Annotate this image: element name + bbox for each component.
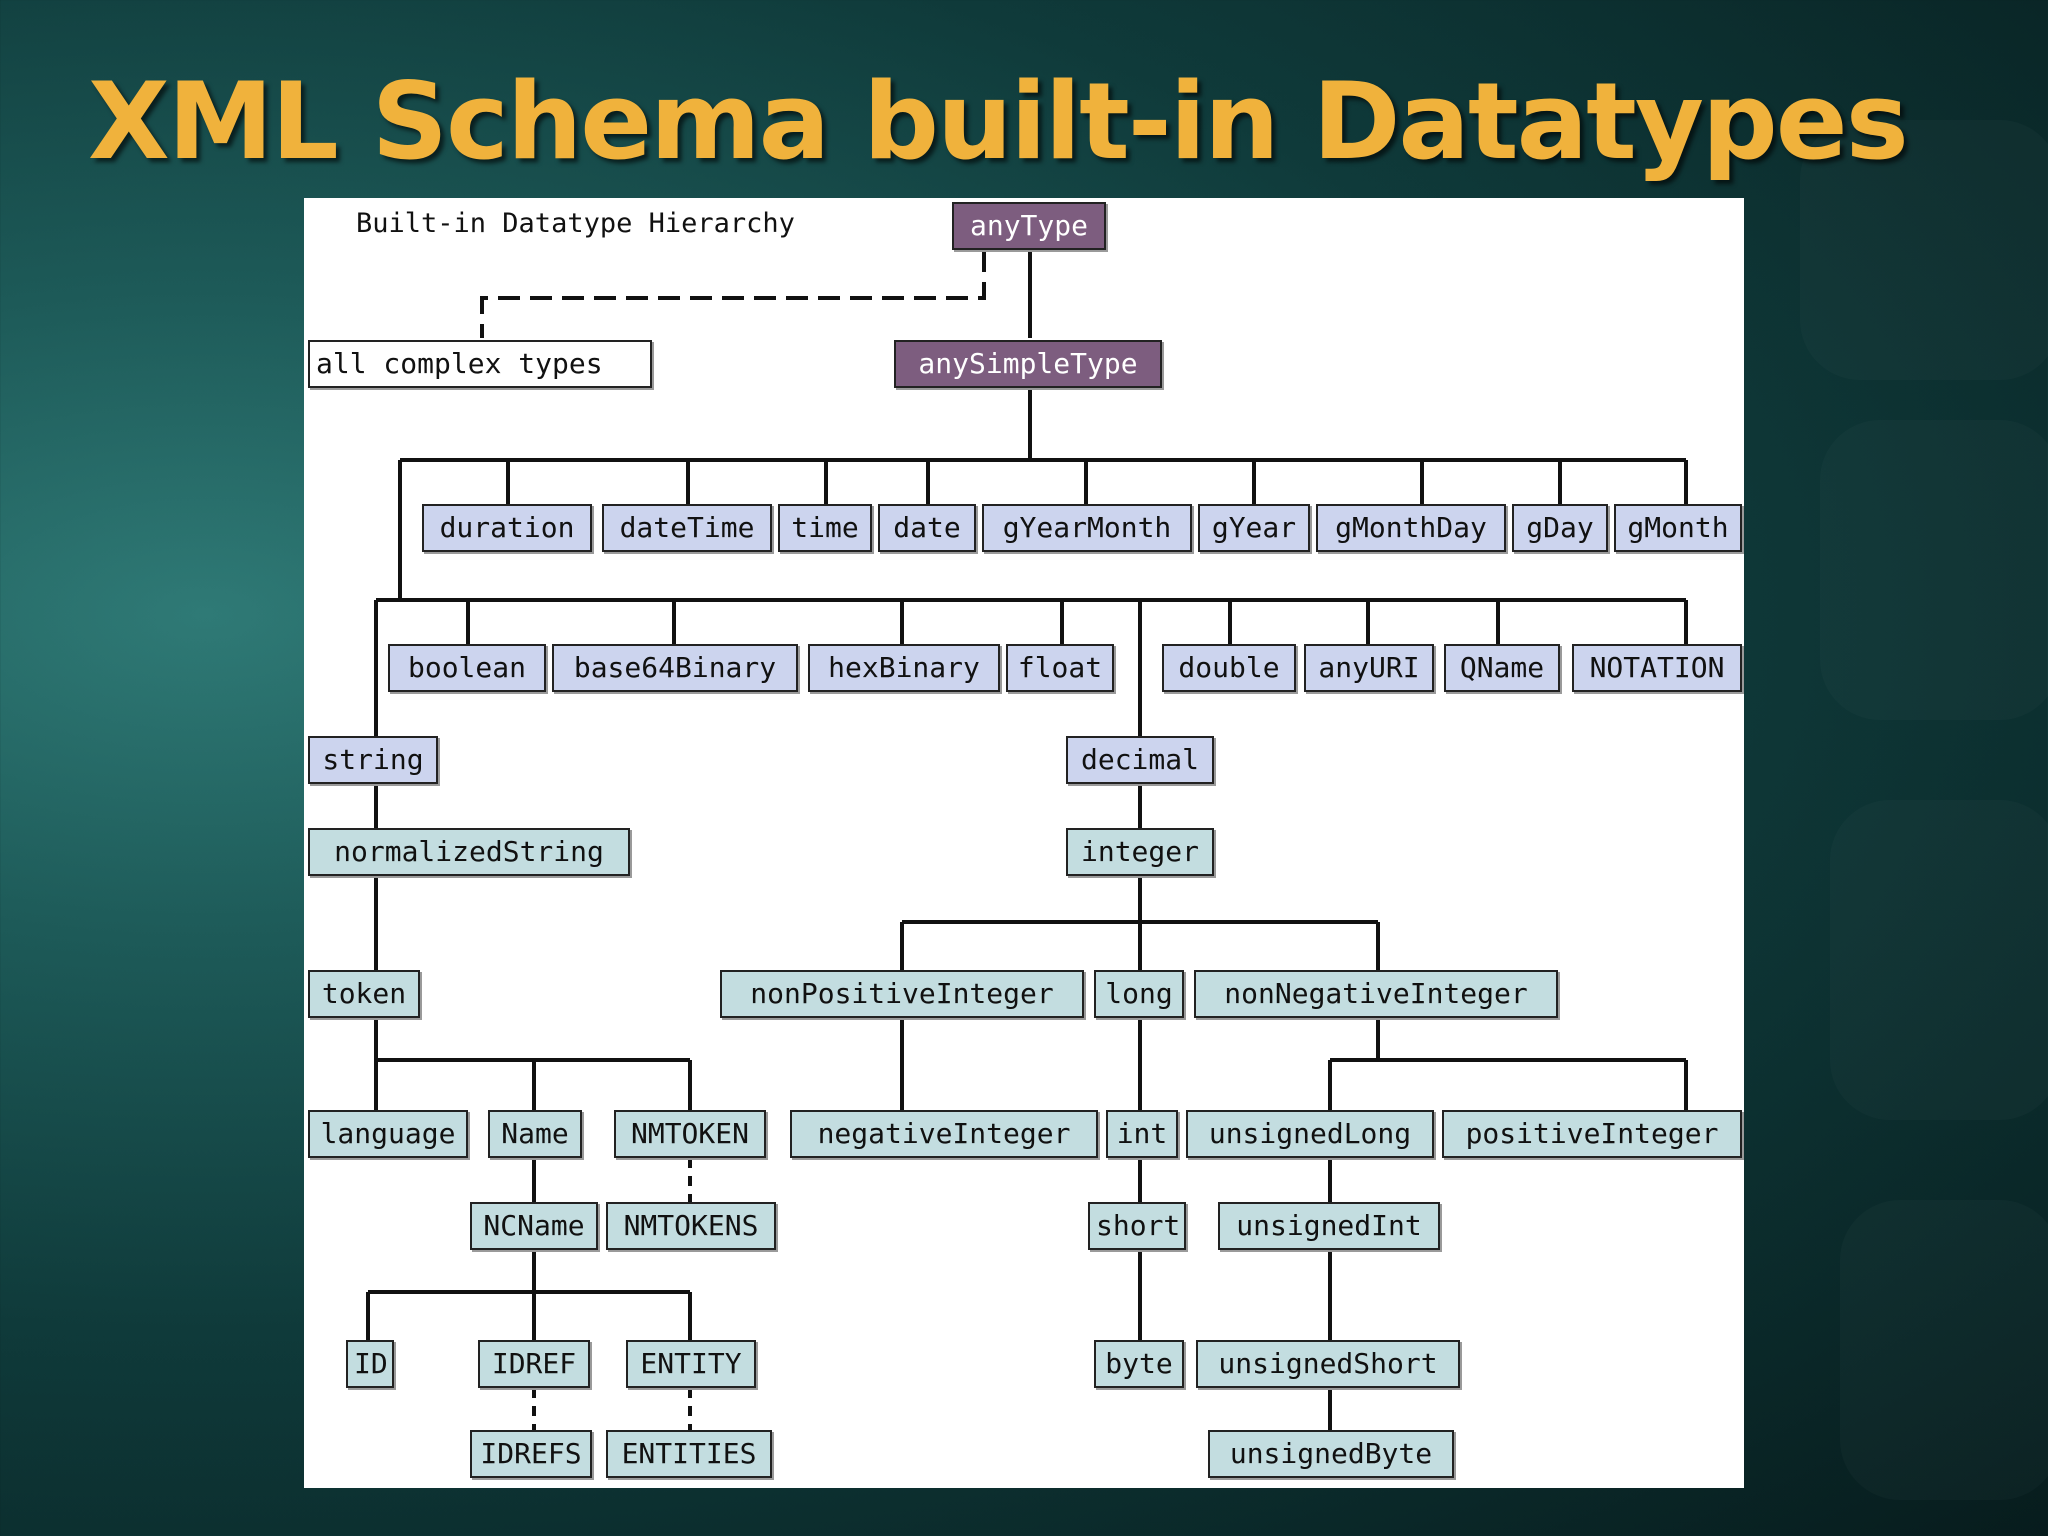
node-nonnegativeinteger: nonNegativeInteger	[1194, 970, 1558, 1018]
node-datetime: dateTime	[602, 504, 772, 552]
node-float: float	[1006, 644, 1114, 692]
node-idref: IDREF	[478, 1340, 590, 1388]
node-nmtokens: NMTOKENS	[606, 1202, 776, 1250]
node-time: time	[778, 504, 872, 552]
node-boolean: boolean	[388, 644, 546, 692]
background-decoration	[1840, 1200, 2048, 1500]
node-unsignedshort: unsignedShort	[1196, 1340, 1460, 1388]
connector-lines	[366, 250, 1688, 1434]
node-gday: gDay	[1512, 504, 1608, 552]
connector	[366, 1292, 692, 1340]
node-language: language	[308, 1110, 468, 1158]
node-gyearmonth: gYearMonth	[982, 504, 1192, 552]
node-anyuri: anyURI	[1304, 644, 1434, 692]
node-notation: NOTATION	[1572, 644, 1742, 692]
node-unsignedlong: unsignedLong	[1186, 1110, 1434, 1158]
background-decoration	[1830, 800, 2048, 1120]
background-decoration	[1820, 420, 2048, 720]
node-positiveinteger: positiveInteger	[1442, 1110, 1742, 1158]
node-integer: integer	[1066, 828, 1214, 876]
datatype-hierarchy-diagram: Built-in Datatype Hierarchy anyType all …	[304, 198, 1744, 1488]
node-anysimpletype: anySimpleType	[894, 340, 1162, 388]
node-unsignedint: unsignedInt	[1218, 1202, 1440, 1250]
connector	[900, 922, 1380, 970]
node-long: long	[1094, 970, 1184, 1018]
node-gmonth: gMonth	[1614, 504, 1742, 552]
node-entity: ENTITY	[626, 1340, 756, 1388]
node-qname: QName	[1444, 644, 1560, 692]
connector	[466, 600, 1688, 644]
node-anytype: anyType	[952, 202, 1106, 250]
slide-title: XML Schema built-in Datatypes	[88, 60, 1909, 183]
node-byte: byte	[1094, 1340, 1184, 1388]
node-double: double	[1162, 644, 1296, 692]
node-negativeinteger: negativeInteger	[790, 1110, 1098, 1158]
node-nonpositiveinteger: nonPositiveInteger	[720, 970, 1084, 1018]
node-short: short	[1088, 1202, 1186, 1250]
node-entities: ENTITIES	[606, 1430, 772, 1478]
node-hexbinary: hexBinary	[808, 644, 1000, 692]
connector-dashed	[480, 250, 986, 338]
connector-dashed	[532, 1388, 692, 1430]
node-idrefs: IDREFS	[470, 1430, 592, 1478]
node-unsignedbyte: unsignedByte	[1208, 1430, 1454, 1478]
connector	[506, 460, 1688, 504]
node-all-complex-types: all complex types	[308, 340, 652, 388]
node-ncname: NCName	[470, 1202, 598, 1250]
node-duration: duration	[422, 504, 592, 552]
node-nmtoken: NMTOKEN	[614, 1110, 766, 1158]
node-normalizedstring: normalizedString	[308, 828, 630, 876]
connector	[374, 1060, 692, 1110]
node-int: int	[1106, 1110, 1178, 1158]
node-date: date	[878, 504, 976, 552]
node-gyear: gYear	[1198, 504, 1310, 552]
connector	[1328, 1060, 1688, 1110]
node-gmonthday: gMonthDay	[1316, 504, 1506, 552]
node-string: string	[308, 736, 438, 784]
node-decimal: decimal	[1066, 736, 1214, 784]
diagram-caption: Built-in Datatype Hierarchy	[356, 208, 795, 239]
node-token: token	[308, 970, 420, 1018]
node-base64binary: base64Binary	[552, 644, 798, 692]
node-id: ID	[346, 1340, 394, 1388]
node-name: Name	[488, 1110, 582, 1158]
